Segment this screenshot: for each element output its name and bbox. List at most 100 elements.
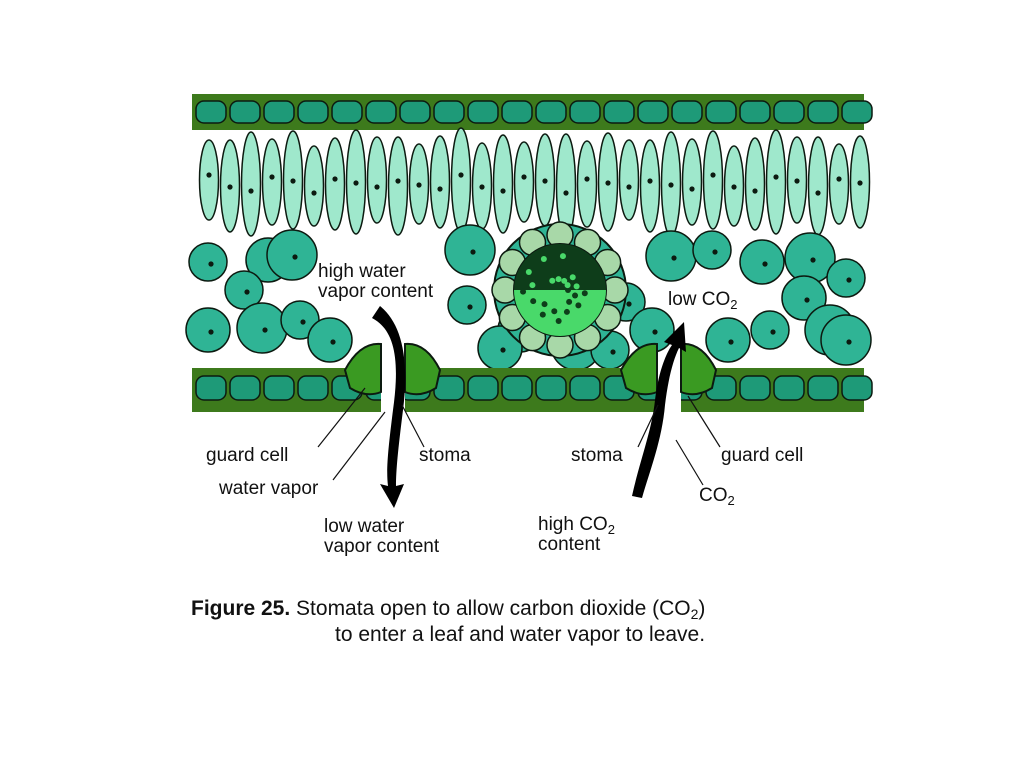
stoma-left-label: stoma <box>419 445 471 466</box>
epidermis-cell <box>569 100 601 124</box>
vascular-cell <box>520 288 527 295</box>
spongy-cell <box>224 270 264 310</box>
epidermis-cell <box>773 375 805 401</box>
guard-cell-right-label: guard cell <box>721 445 804 466</box>
palisade-cell <box>429 135 451 229</box>
epidermis-cell <box>263 100 295 124</box>
epidermis-cell <box>603 100 635 124</box>
epidermis-cell <box>569 375 601 401</box>
vascular-cell <box>564 282 571 289</box>
cell-nucleus <box>416 182 422 188</box>
vascular-cell <box>581 290 588 297</box>
palisade-cell <box>576 140 598 228</box>
palisade-cell <box>450 127 472 233</box>
cell-nucleus <box>300 319 306 325</box>
vascular-cell <box>555 317 562 324</box>
palisade-cell <box>324 137 346 231</box>
epidermis-cell <box>297 375 329 401</box>
cell-nucleus <box>815 190 821 196</box>
epidermis-cell <box>535 100 567 124</box>
cell-nucleus <box>770 329 776 335</box>
palisade-cell <box>303 145 325 227</box>
epidermis-cell <box>501 100 533 124</box>
vascular-cell <box>525 269 532 275</box>
palisade-cell <box>240 131 262 237</box>
cell-nucleus <box>584 176 590 182</box>
cell-nucleus <box>330 339 336 345</box>
spongy-cell <box>826 258 866 298</box>
spongy-cell <box>705 317 751 363</box>
vascular-bundle <box>491 221 629 359</box>
cell-nucleus <box>395 178 401 184</box>
lower-epidermis <box>192 366 873 416</box>
epidermis-cell <box>229 375 261 401</box>
cell-nucleus <box>712 249 718 255</box>
stoma-right-label: stoma <box>571 445 623 466</box>
low-co2-label: low CO2 <box>668 289 738 312</box>
spongy-cell <box>307 317 353 363</box>
epidermis-cell <box>637 100 669 124</box>
palisade-cell <box>702 130 724 230</box>
co2-arrow <box>632 322 686 498</box>
caption-line2: to enter a leaf and water vapor to leave… <box>335 623 706 646</box>
epidermis-cell <box>297 100 329 124</box>
cell-nucleus <box>479 184 485 190</box>
cell-nucleus <box>647 178 653 184</box>
cell-nucleus <box>206 172 212 178</box>
cell-nucleus <box>458 172 464 178</box>
cell-nucleus <box>773 174 779 180</box>
cell-nucleus <box>689 186 695 192</box>
cell-nucleus <box>610 349 616 355</box>
palisade-layer <box>198 127 871 239</box>
epidermis-cell <box>705 100 737 124</box>
vascular-cell <box>529 282 536 289</box>
spongy-cell <box>645 230 697 282</box>
cell-nucleus <box>846 339 852 345</box>
palisade-cell <box>618 139 640 221</box>
cell-nucleus <box>846 277 852 283</box>
palisade-cell <box>513 141 535 223</box>
cell-nucleus <box>810 257 816 263</box>
spongy-cell <box>781 275 827 321</box>
epidermis-cell <box>195 375 227 401</box>
guard-cells <box>343 342 718 396</box>
cell-nucleus <box>353 180 359 186</box>
epidermis-cell <box>331 100 363 124</box>
cell-nucleus <box>292 254 298 260</box>
co2-label: CO2 <box>699 485 735 508</box>
cell-nucleus <box>728 339 734 345</box>
spongy-cell <box>750 310 790 350</box>
cell-nucleus <box>467 304 473 310</box>
spongy-cell <box>447 285 487 325</box>
cell-nucleus <box>290 178 296 184</box>
cell-nucleus <box>248 188 254 194</box>
cell-nucleus <box>836 176 842 182</box>
cell-nucleus <box>208 329 214 335</box>
cell-nucleus <box>671 255 677 261</box>
cell-nucleus <box>752 188 758 194</box>
cell-nucleus <box>500 347 506 353</box>
epidermis-cell <box>467 375 499 401</box>
cell-nucleus <box>269 174 275 180</box>
cell-nucleus <box>668 182 674 188</box>
epidermis-cell <box>739 375 771 401</box>
epidermis-cell <box>773 100 805 124</box>
leader-lines <box>317 387 721 486</box>
epidermis-cell <box>841 375 873 401</box>
epidermis-cell <box>841 100 873 124</box>
caption-line1: Stomata open to allow carbon dioxide (CO… <box>296 597 706 622</box>
cell-nucleus <box>437 186 443 192</box>
cell-nucleus <box>332 176 338 182</box>
vascular-cell <box>530 298 537 305</box>
vascular-cell <box>563 308 570 315</box>
vascular-cell <box>540 255 547 262</box>
vascular-cell <box>555 276 562 283</box>
figure-caption: Figure 25. Stomata open to allow carbon … <box>191 596 705 648</box>
epidermis-cell <box>535 375 567 401</box>
spongy-cell <box>188 242 228 282</box>
spongy-cell <box>820 314 872 366</box>
epidermis-cell <box>739 100 771 124</box>
epidermis-cell <box>263 375 295 401</box>
vascular-cell <box>541 301 548 308</box>
